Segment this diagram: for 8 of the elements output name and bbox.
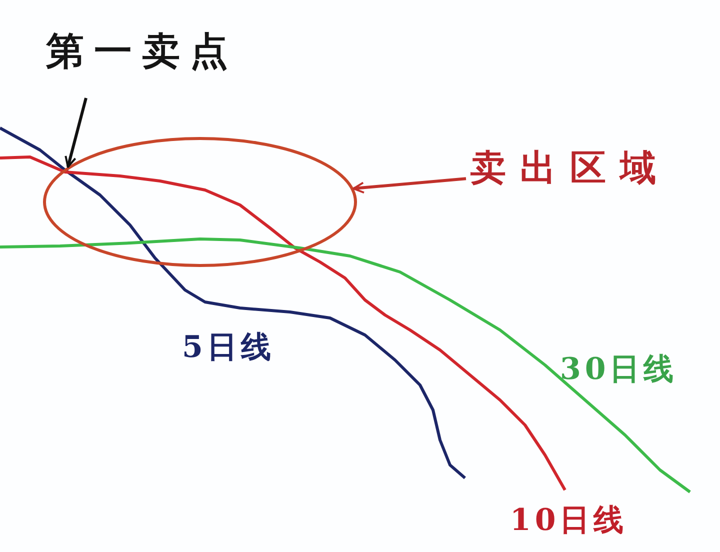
annotation-text: 第一卖点 — [46, 32, 238, 70]
line-label: 10日线 — [510, 506, 628, 536]
sell-zone-ellipse — [43, 137, 357, 267]
line-label: 30日线 — [560, 355, 678, 385]
arrow — [352, 177, 466, 194]
line-label: 5日线 — [182, 333, 275, 363]
arrow — [64, 98, 88, 168]
annotation-text: 卖出区域 — [470, 150, 670, 186]
